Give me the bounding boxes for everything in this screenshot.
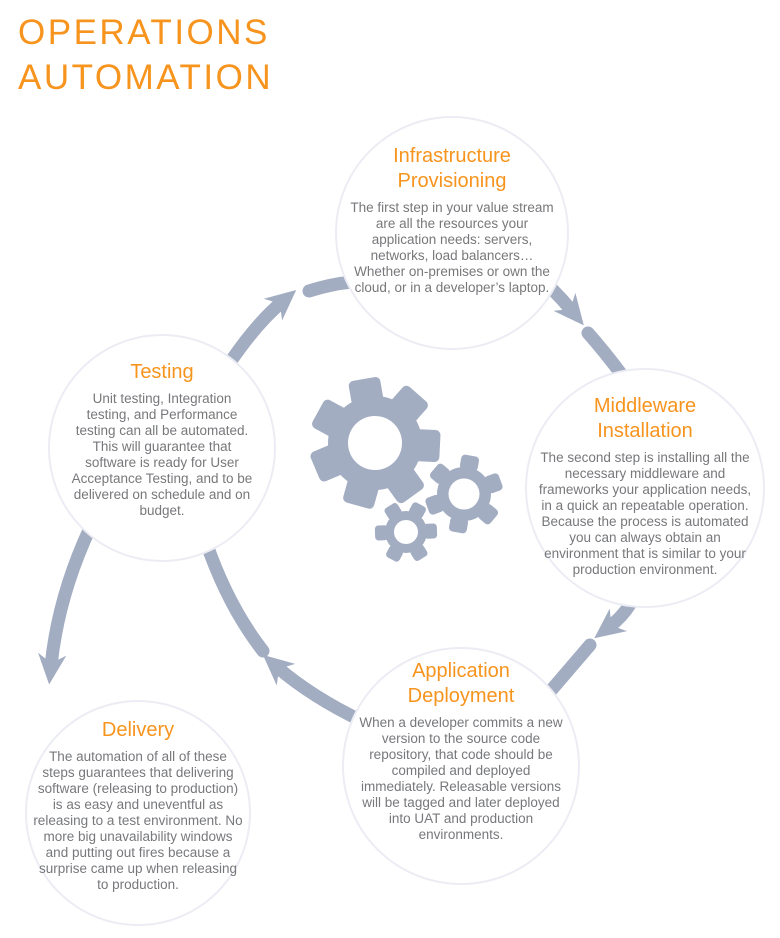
step-title-delivery: Delivery xyxy=(101,719,175,741)
flow-arrow-top-left-icon xyxy=(224,275,359,368)
step-circle-infrastructure-provisioning: Infrastructure Provisioning The first st… xyxy=(335,116,569,350)
step-circle-application-deployment: Application Deployment When a developer … xyxy=(342,647,580,885)
gear-large-icon xyxy=(310,377,441,509)
step-description-delivery: The automation of all of these steps gua… xyxy=(33,749,243,892)
step-title-testing: Testing xyxy=(130,361,194,383)
page-title: OPERATIONS AUTOMATION xyxy=(18,13,274,97)
gears-icon xyxy=(310,377,503,562)
step-description-testing: Unit testing, Integration testing, and P… xyxy=(71,391,253,518)
step-description-application-deployment: When a developer commits a new version t… xyxy=(359,715,563,842)
flow-arrow-left-icon xyxy=(38,521,97,685)
step-circle-delivery: Delivery The automation of all of these … xyxy=(25,700,251,926)
gear-small-icon xyxy=(374,502,438,562)
step-title-infrastructure-provisioning: Infrastructure Provisioning xyxy=(393,145,511,192)
step-circle-middleware-installation: Middleware Installation The second step … xyxy=(525,368,765,608)
flow-arrow-right-icon xyxy=(541,590,641,701)
step-title-application-deployment: Application Deployment xyxy=(407,660,515,707)
step-circle-testing: Testing Unit testing, Integration testin… xyxy=(48,334,276,562)
step-description-middleware-installation: The second step is installing all the ne… xyxy=(538,450,752,577)
flow-arrow-bottom-icon xyxy=(199,535,369,728)
step-title-middleware-installation: Middleware Installation xyxy=(593,395,697,442)
step-description-infrastructure-provisioning: The first step in your value stream are … xyxy=(350,200,554,295)
gear-medium-icon xyxy=(425,454,503,534)
